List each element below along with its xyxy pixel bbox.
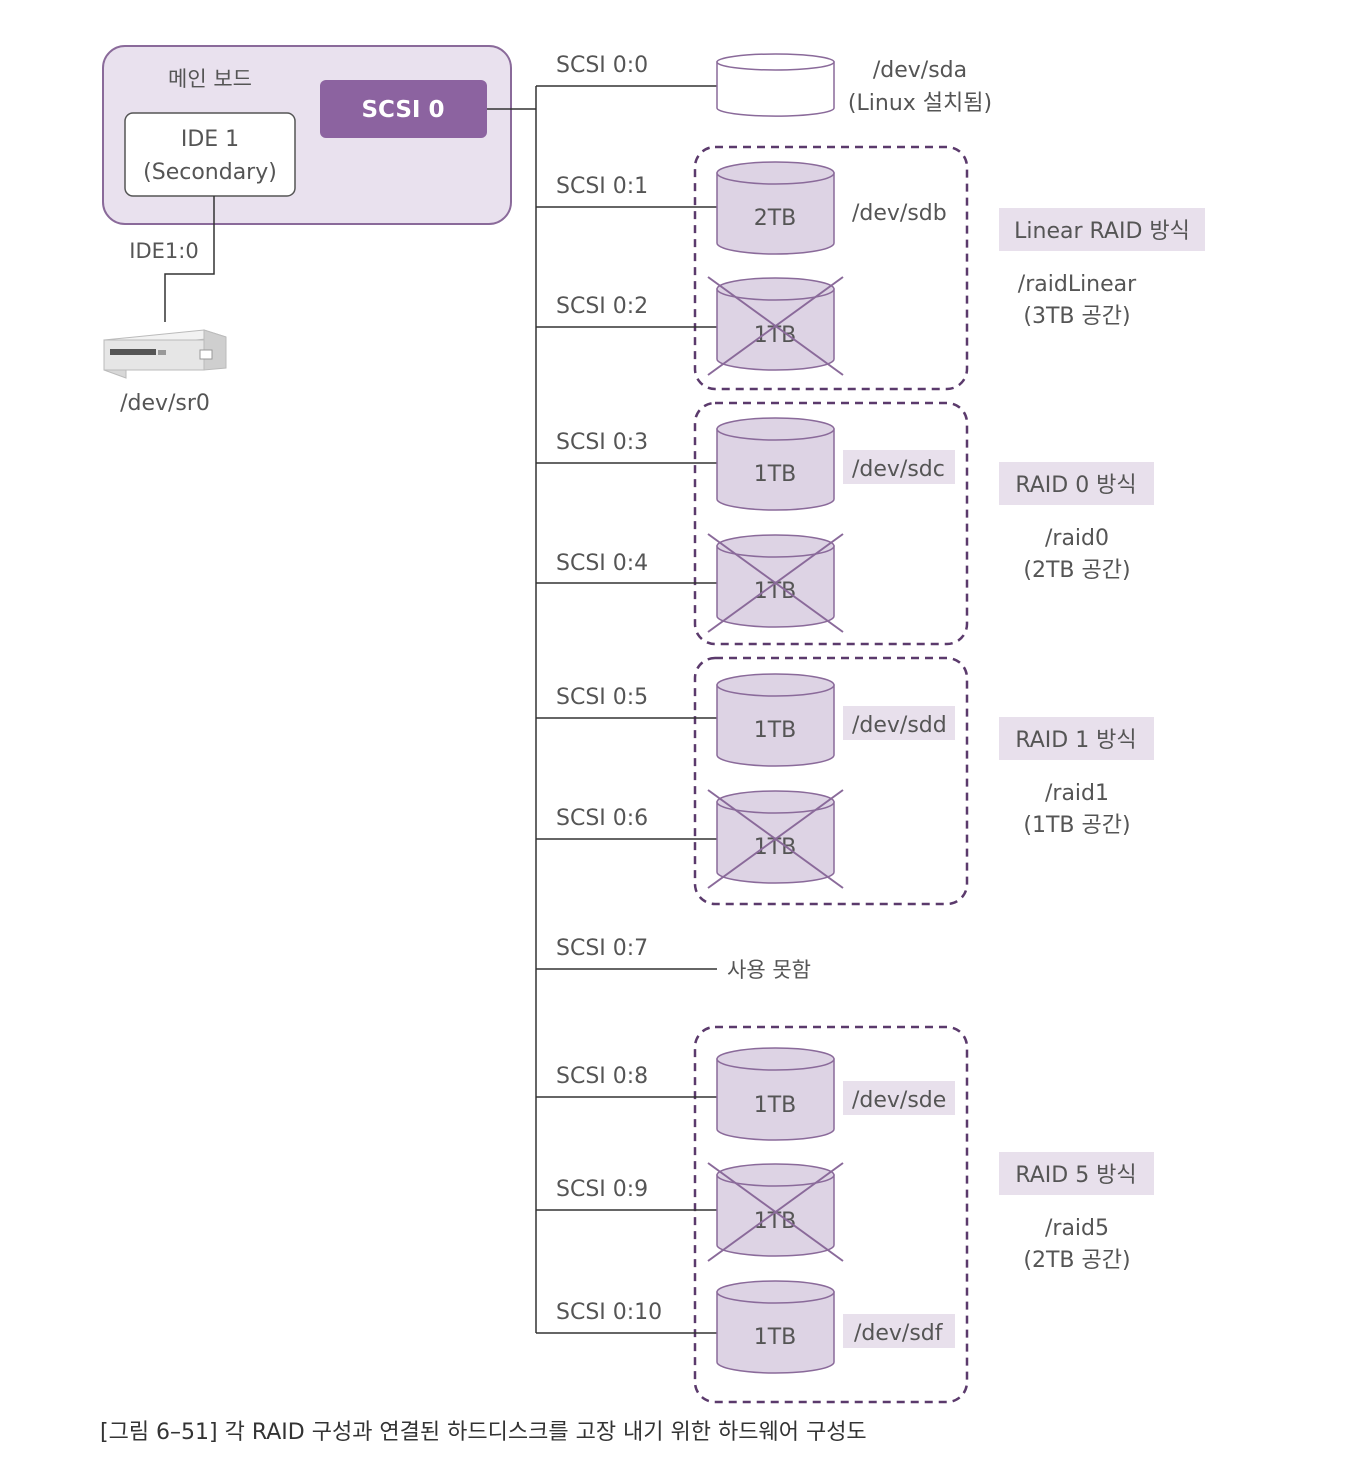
port-4: SCSI 0:4 (536, 551, 717, 584)
cdrom-icon (103, 329, 227, 379)
ide-port-label: IDE1:0 (129, 239, 198, 263)
disk-sde: 1TB (716, 1047, 835, 1141)
port-label: SCSI 0:9 (556, 1177, 648, 1202)
failure-cross (707, 1162, 844, 1262)
raid-1-capacity: (1TB 공간) (1023, 813, 1130, 838)
cdrom-device-label: /dev/sr0 (120, 391, 210, 416)
port-3: SCSI 0:3 (536, 430, 717, 464)
raid-1-mount: /raid1 (1045, 781, 1109, 806)
scsi0-controller (320, 80, 487, 138)
port-7: SCSI 0:7 사용 못함 (536, 936, 811, 982)
port-label: SCSI 0:10 (556, 1300, 662, 1325)
sdc-device-label: /dev/sdc (852, 457, 945, 482)
raid-group-5 (693, 1025, 969, 1404)
port-label: SCSI 0:0 (556, 53, 648, 78)
disk-failed-1: 1TB (707, 276, 844, 376)
raid-1-type: RAID 1 방식 (1015, 728, 1136, 753)
disk-size-label: 1TB (754, 1093, 797, 1118)
sda-note-label: (Linux 설치됨) (848, 91, 992, 116)
raid-5-label-bg (999, 1152, 1154, 1195)
sda-device-label: /dev/sda (873, 58, 967, 83)
sdd-label-bg (843, 706, 955, 740)
raid-linear-type: Linear RAID 방식 (1014, 219, 1190, 244)
port-9: SCSI 0:9 (536, 1177, 717, 1211)
port-label: SCSI 0:2 (556, 294, 648, 319)
raid-diagram: 메인 보드 IDE 1 (Secondary) SCSI 0 IDE1:0 /d… (102, 45, 1205, 1404)
ide1-sub-label: (Secondary) (143, 160, 277, 185)
port-label: SCSI 0:8 (556, 1064, 648, 1089)
port-6: SCSI 0:6 (536, 806, 717, 840)
port-label: SCSI 0:3 (556, 430, 648, 455)
sdf-label-bg (843, 1314, 955, 1348)
failure-cross (707, 533, 844, 633)
raid-0-capacity: (2TB 공간) (1023, 558, 1130, 583)
disk-size-label: 2TB (754, 206, 797, 231)
failure-cross (707, 789, 844, 889)
port-label: SCSI 0:1 (556, 174, 648, 199)
disk-sda (716, 53, 835, 117)
scsi0-label: SCSI 0 (361, 97, 444, 123)
disk-sdb: 2TB (716, 161, 835, 255)
sdc-label-bg (843, 450, 955, 484)
raid-1-label-bg (999, 717, 1154, 760)
raid-linear-mount: /raidLinear (1018, 272, 1137, 297)
failure-cross (707, 276, 844, 376)
sdf-device-label: /dev/sdf (854, 1321, 944, 1346)
disk-failed-4: 1TB (707, 1162, 844, 1262)
disk-size-label: 1TB (754, 462, 797, 487)
raid-linear-capacity: (3TB 공간) (1023, 304, 1130, 329)
port-label: SCSI 0:7 (556, 936, 648, 961)
raid-group-linear (693, 145, 969, 391)
sde-device-label: /dev/sde (852, 1088, 946, 1113)
sdb-device-label: /dev/sdb (852, 201, 947, 226)
port-5: SCSI 0:5 (536, 685, 717, 719)
raid-5-type: RAID 5 방식 (1015, 1163, 1136, 1188)
raid-group-1 (693, 656, 969, 906)
port-label: SCSI 0:5 (556, 685, 648, 710)
ide-wire (164, 196, 215, 322)
disk-sdc: 1TB (716, 417, 835, 511)
raid-5-mount: /raid5 (1045, 1216, 1109, 1241)
port-label: SCSI 0:4 (556, 551, 648, 576)
raid-0-label-bg (999, 462, 1154, 505)
raid-0-mount: /raid0 (1045, 526, 1109, 551)
disk-size-label: 1TB (754, 718, 797, 743)
raid-5-capacity: (2TB 공간) (1023, 1248, 1130, 1273)
port-label: SCSI 0:6 (556, 806, 648, 831)
ide1-box (124, 112, 296, 197)
port-0: SCSI 0:0 (536, 53, 717, 87)
ide1-label: IDE 1 (181, 127, 239, 152)
disk-sdf: 1TB (716, 1280, 835, 1374)
unused-label: 사용 못함 (727, 958, 811, 982)
port-8: SCSI 0:8 (536, 1064, 717, 1098)
port-10: SCSI 0:10 (536, 1300, 717, 1334)
port-2: SCSI 0:2 (536, 294, 717, 328)
mainboard-label: 메인 보드 (168, 67, 252, 91)
disk-failed-2: 1TB (707, 533, 844, 633)
disk-sdd: 1TB (716, 673, 835, 767)
disk-size-label: 1TB (754, 1325, 797, 1350)
figure-caption: [그림 6–51] 각 RAID 구성과 연결된 하드디스크를 고장 내기 위한… (100, 1420, 867, 1445)
port-1: SCSI 0:1 (536, 174, 717, 208)
disk-failed-3: 1TB (707, 789, 844, 889)
raid-linear-label-bg (999, 208, 1205, 251)
sdd-device-label: /dev/sdd (852, 713, 947, 738)
sde-label-bg (843, 1081, 955, 1115)
raid-0-type: RAID 0 방식 (1015, 473, 1136, 498)
raid-group-0 (693, 401, 969, 646)
